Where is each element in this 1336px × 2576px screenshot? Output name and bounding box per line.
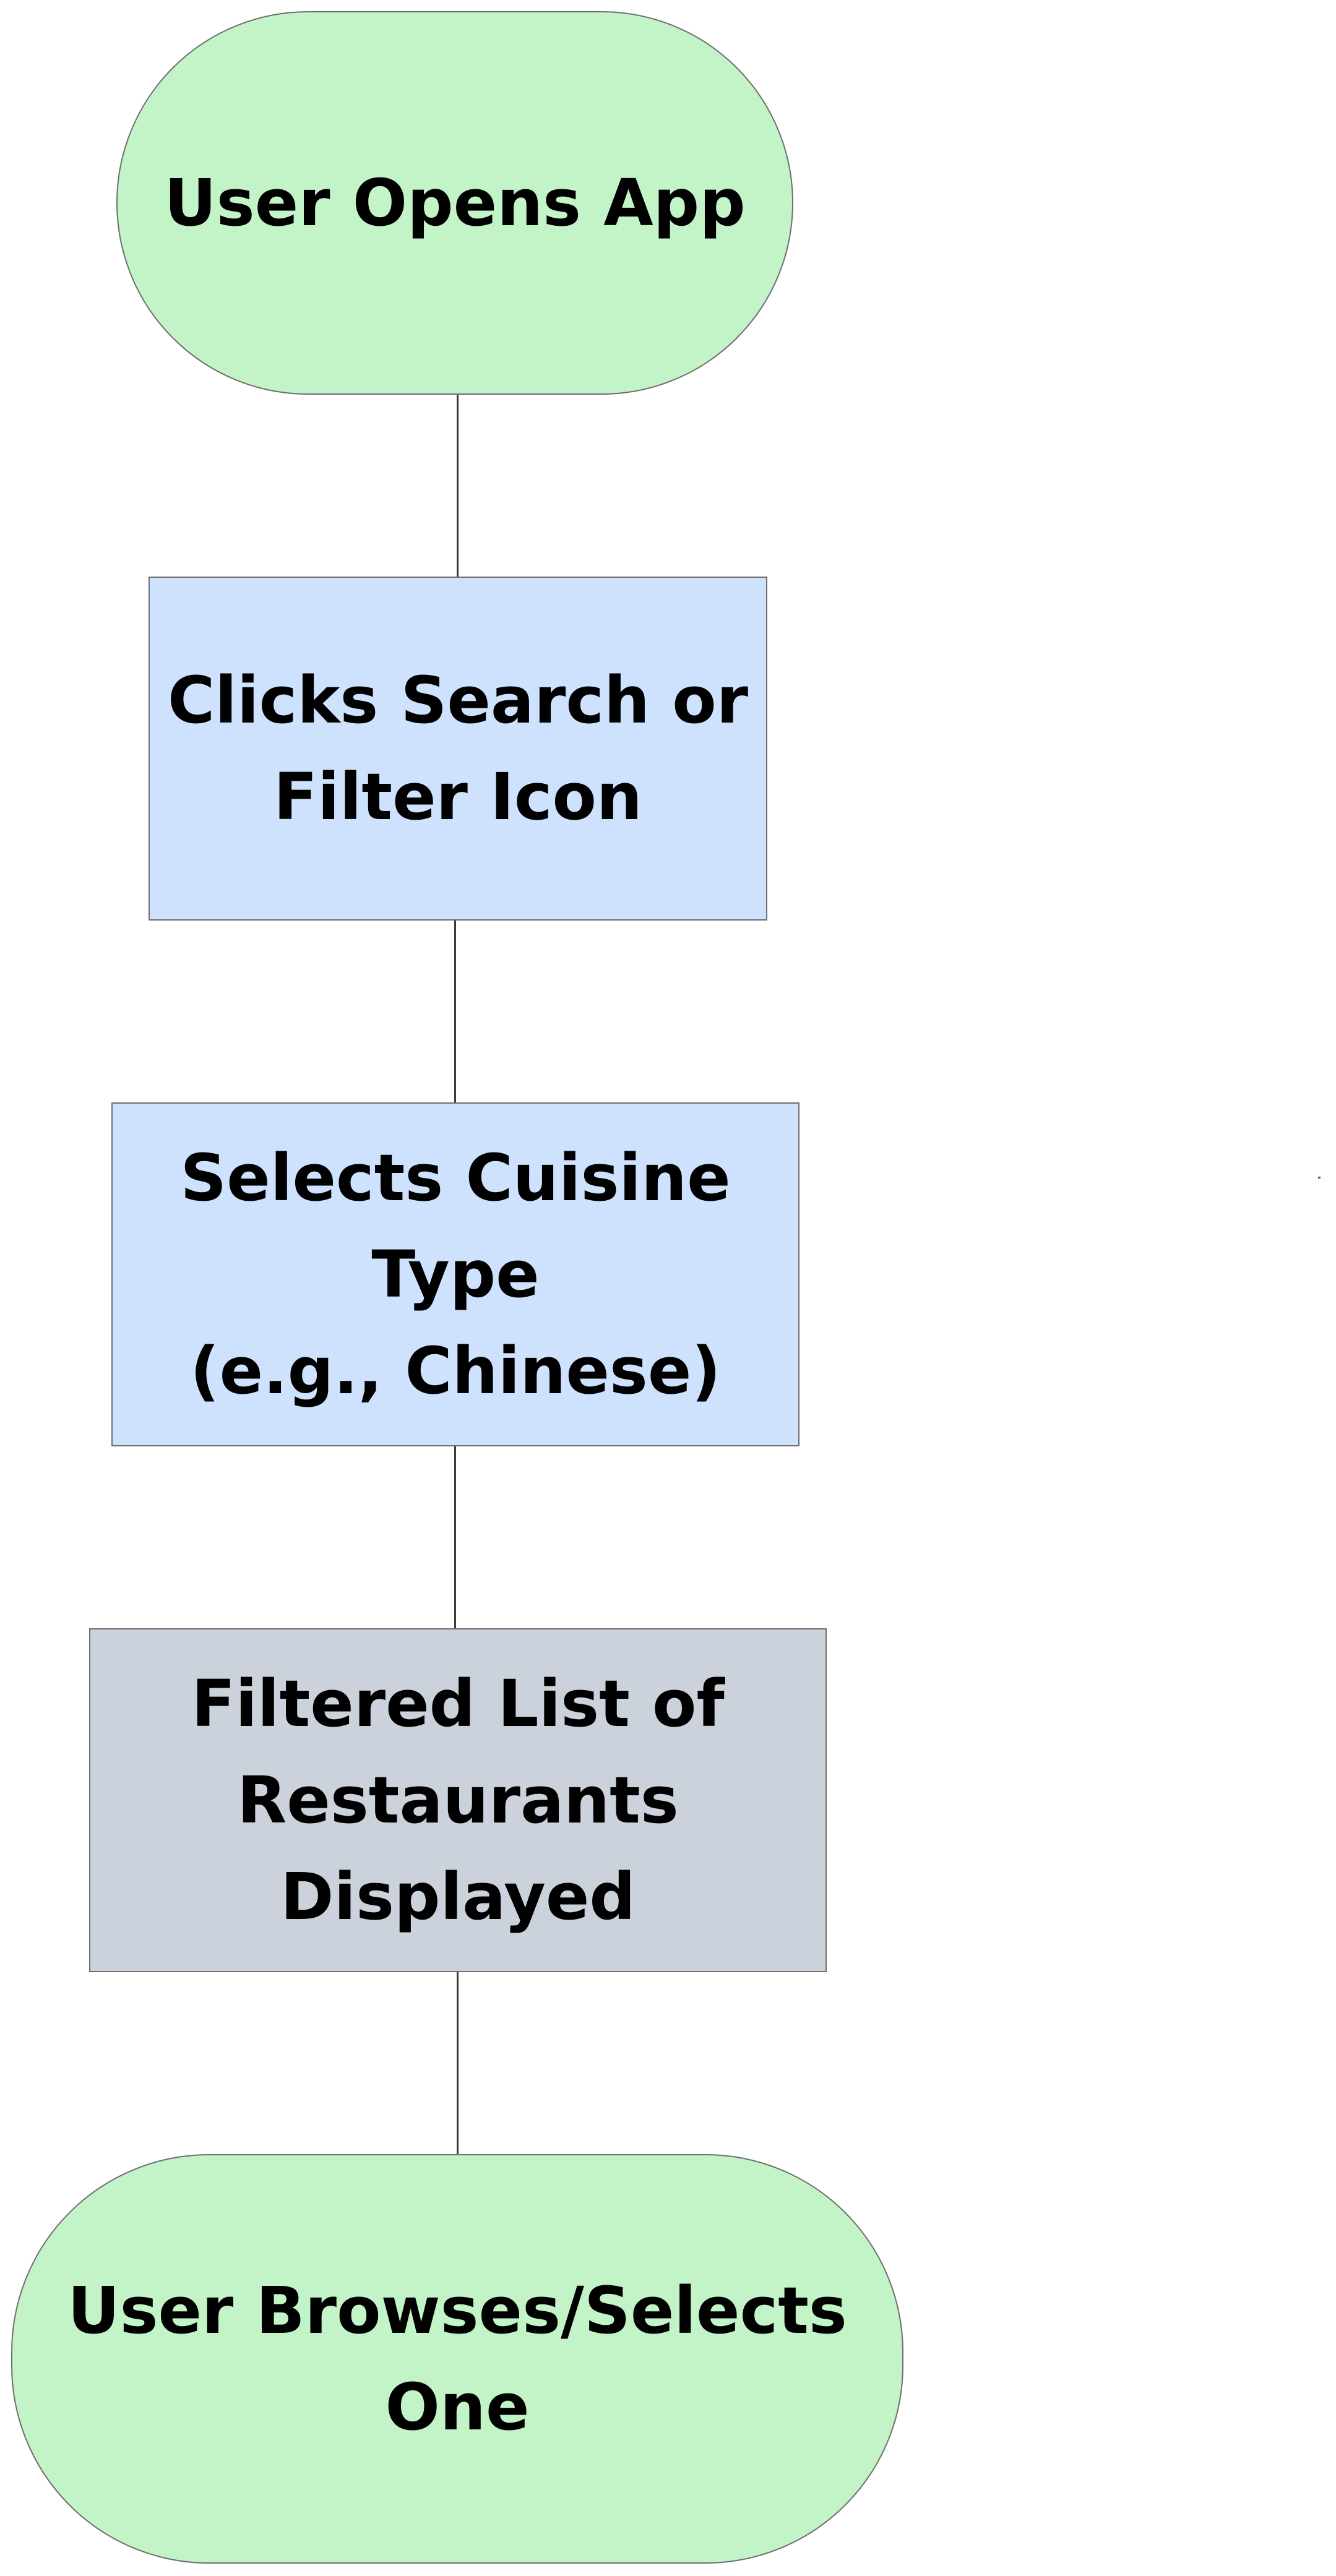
node-search-process: Clicks Search or Filter Icon (149, 577, 767, 921)
connector-results-to-end (457, 1971, 459, 2155)
node-start-label: User Opens App (164, 165, 746, 241)
connector-search-to-cuisine (454, 919, 456, 1104)
connector-start-to-search (457, 393, 459, 578)
node-end-label: User Browses/Selects One (67, 2273, 847, 2445)
node-search-label: Clicks Search or Filter Icon (167, 663, 749, 835)
node-end-terminal: User Browses/Selects One (11, 2154, 903, 2564)
node-cuisine-label: Selects Cuisine Type (e.g., Chinese) (180, 1140, 731, 1409)
stray-dot (1318, 1177, 1321, 1179)
node-results-label: Filtered List of Restaurants Displayed (191, 1666, 725, 1934)
connector-cuisine-to-results (454, 1445, 456, 1629)
node-start-terminal: User Opens App (116, 11, 793, 395)
node-cuisine-process: Selects Cuisine Type (e.g., Chinese) (111, 1102, 799, 1446)
node-results-output: Filtered List of Restaurants Displayed (89, 1628, 827, 1972)
